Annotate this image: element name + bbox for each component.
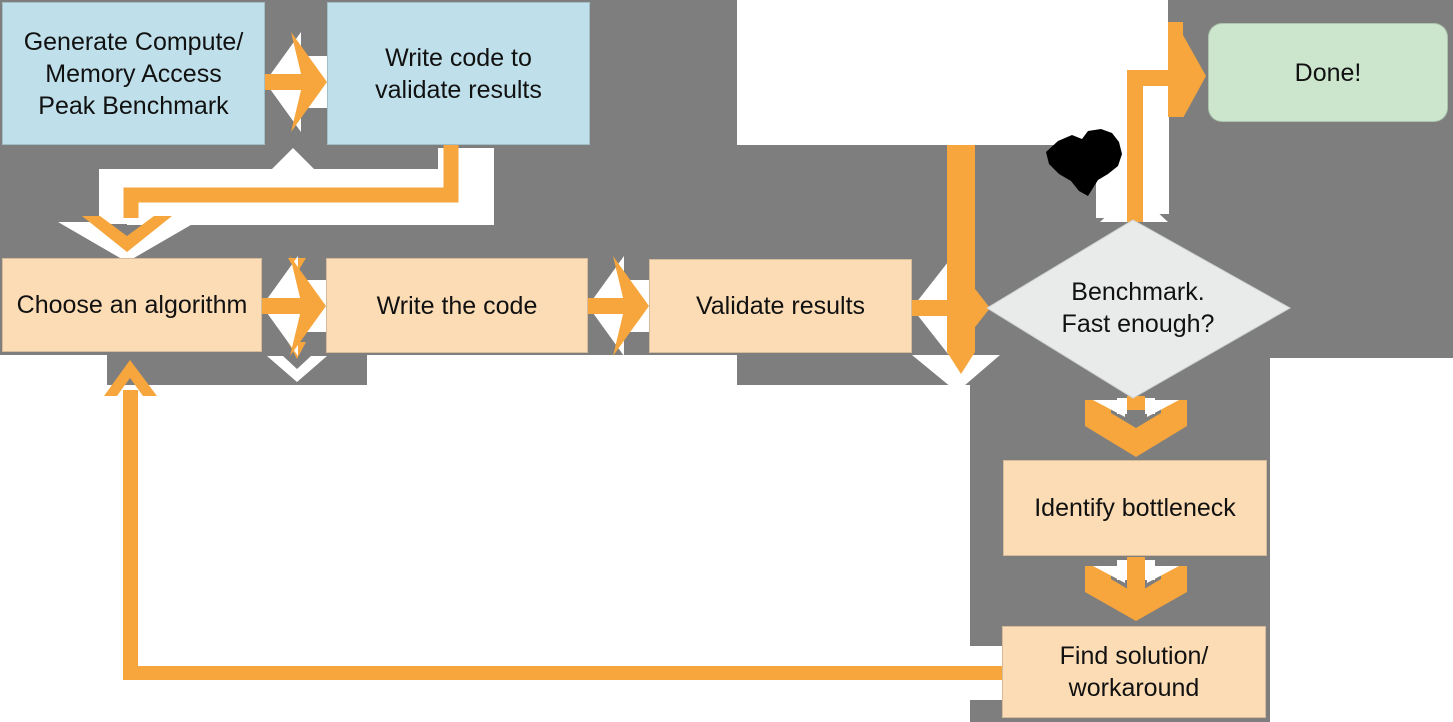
arrow-identify-to-find [1085,557,1187,621]
node-write-the-code: Write the code [326,258,588,353]
node-generate-label: Generate Compute/ Memory Access Peak Ben… [23,27,244,120]
node-write-validation-code: Write code to validate results [327,2,590,145]
node-benchmark-diamond [986,219,1292,399]
node-choose-label: Choose an algorithm [16,291,248,319]
double-arrow-generate-write [265,32,327,132]
node-validate-label: Validate results [695,292,866,320]
double-arrow-choose-write [262,256,326,356]
double-arrow-write-validate-results [588,256,649,356]
node-benchmark-label: Benchmark. Fast enough? [1061,278,1215,338]
node-identify-label: Identify bottleneck [1034,494,1236,522]
node-write-code-label: Write the code [376,291,538,320]
node-find-solution: Find solution/ workaround [1002,626,1266,718]
node-validate-results: Validate results [649,259,912,353]
loop-arrow-write-validate-to-choose [58,145,494,262]
return-arrow-find-to-choose [104,360,1003,680]
node-done-label: Done! [1294,58,1362,87]
node-choose-algorithm: Choose an algorithm [2,258,262,352]
node-generate-benchmark: Generate Compute/ Memory Access Peak Ben… [2,2,265,145]
arrow-benchmark-to-identify [1085,396,1187,457]
node-write-validate-label: Write code to validate results [375,43,542,104]
node-benchmark-decision-label: Benchmark. Fast enough? [1005,270,1271,346]
node-find-label: Find solution/ workaround [1059,642,1209,702]
black-annotation-arrow-icon [1046,129,1122,196]
node-identify-bottleneck: Identify bottleneck [1003,460,1267,556]
node-done: Done! [1208,23,1448,122]
arrow-benchmark-to-done [1100,22,1206,222]
arrow-validate-to-benchmark [912,145,1000,392]
